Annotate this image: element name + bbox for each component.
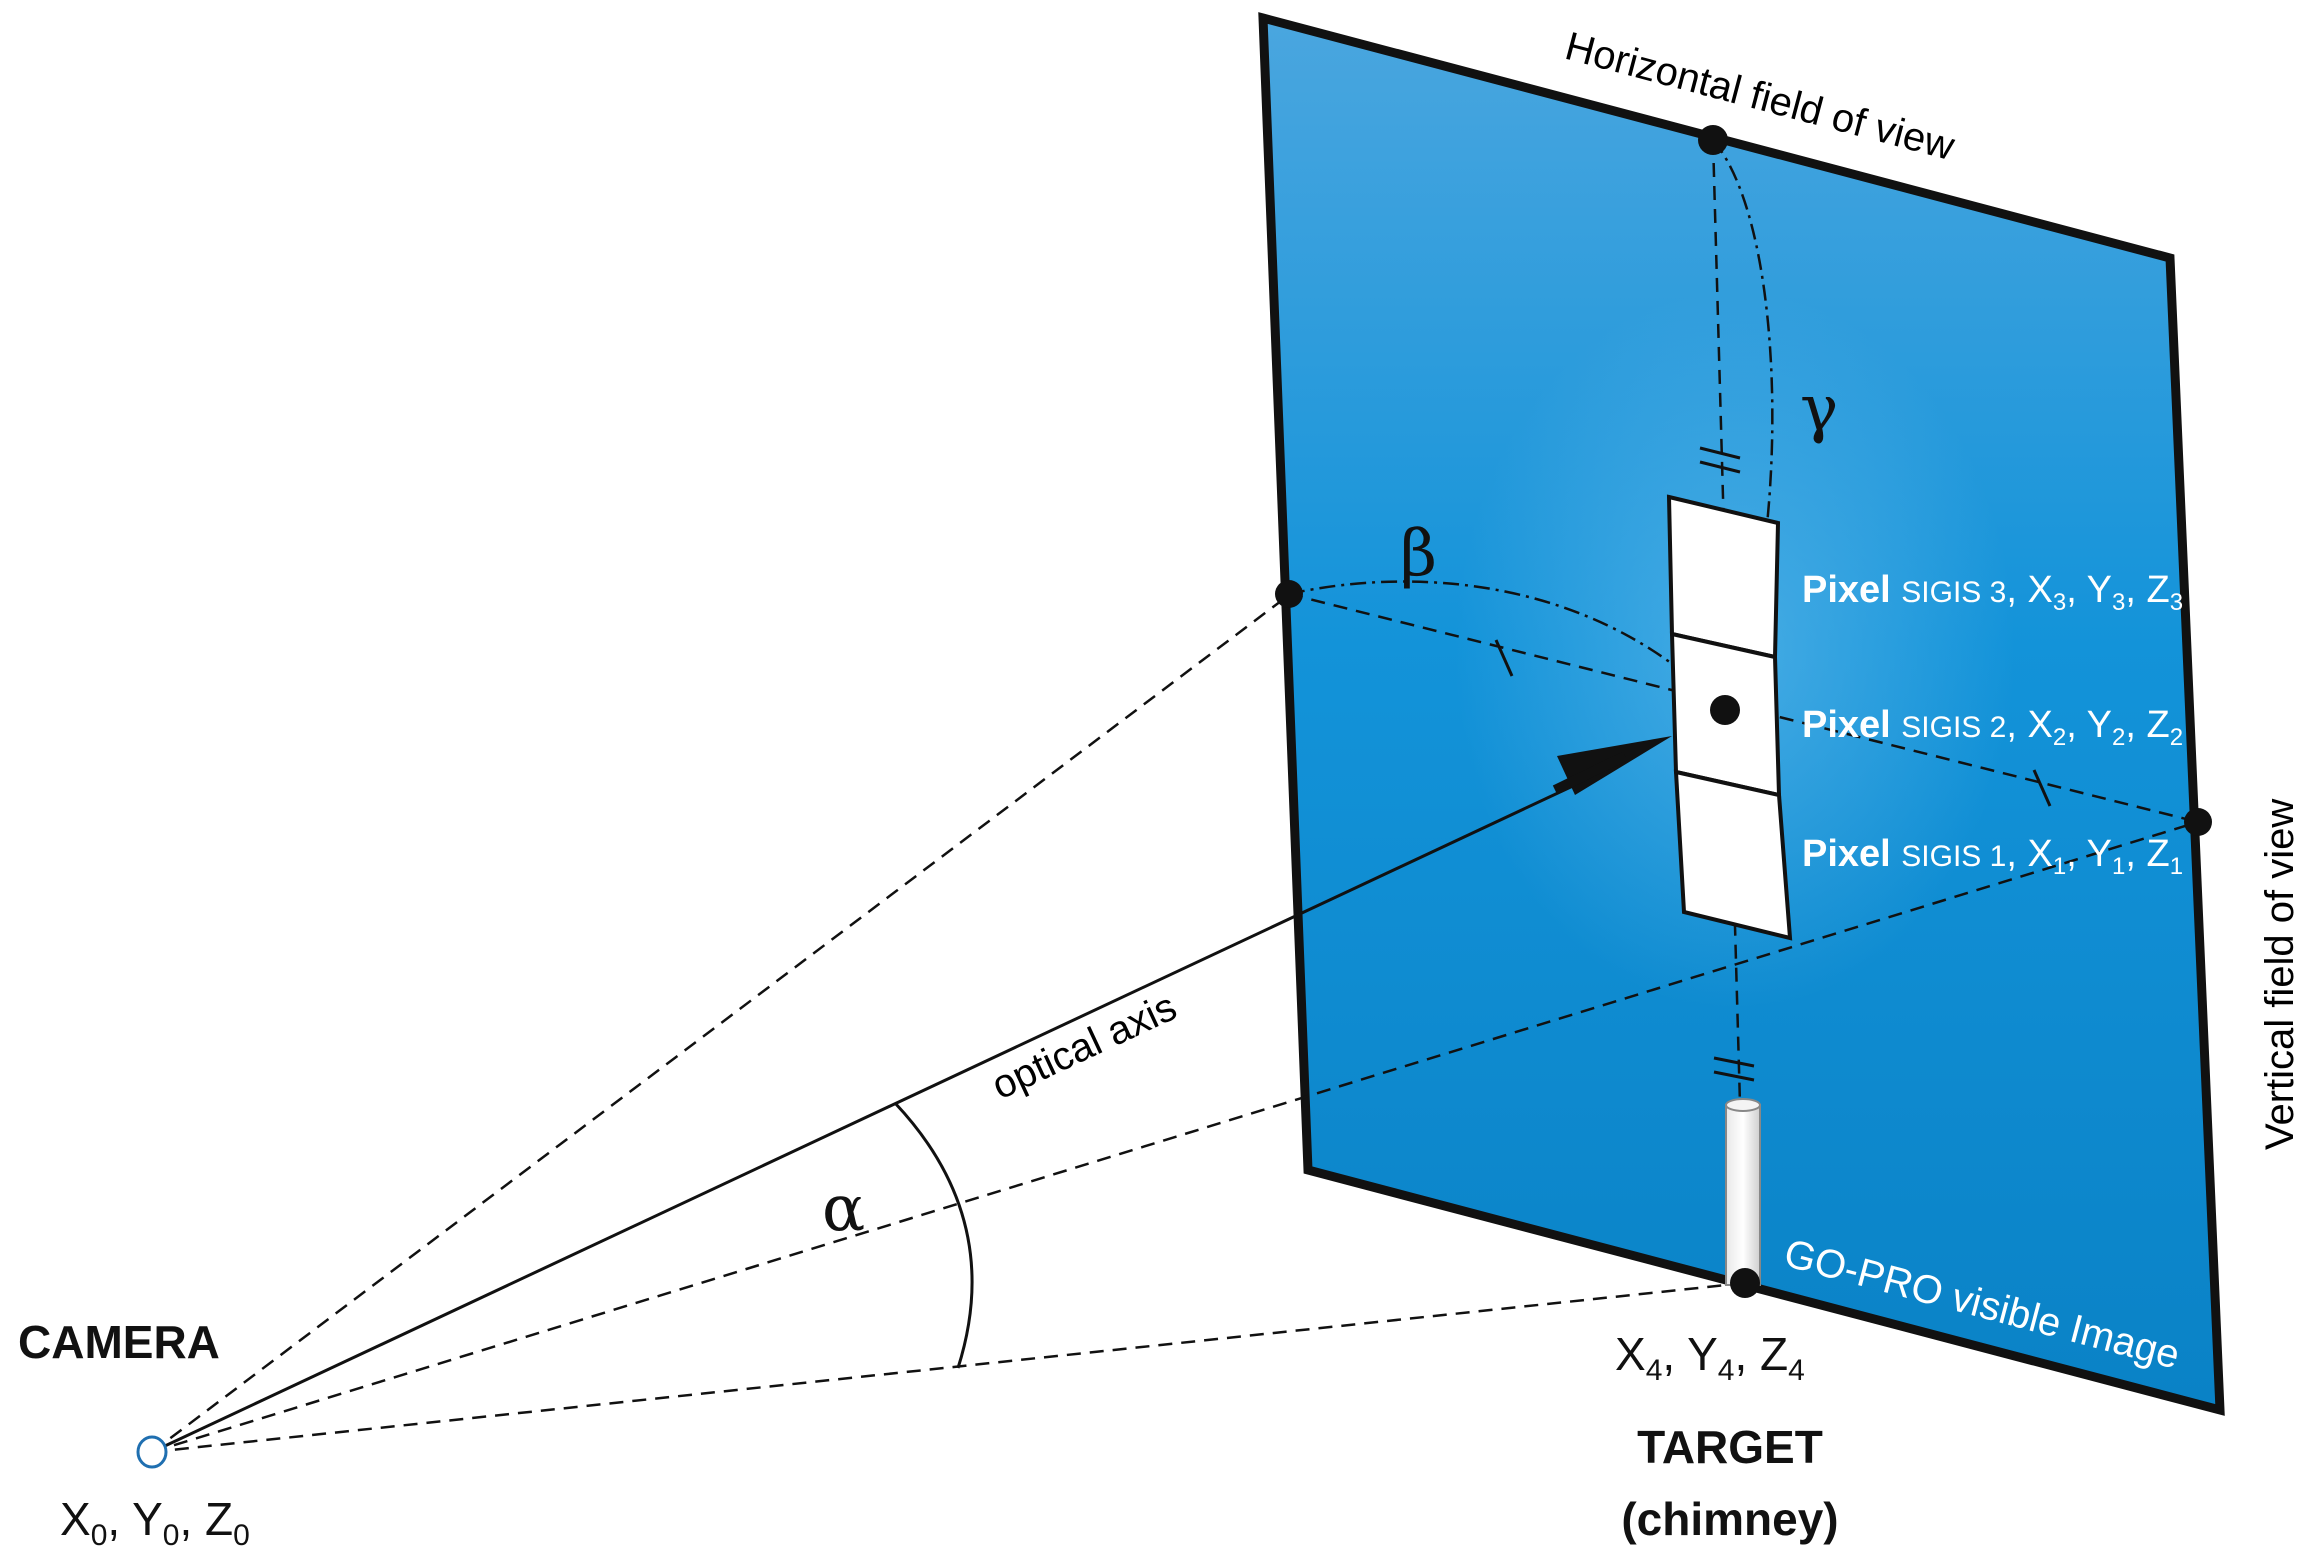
points xyxy=(1275,125,2212,1298)
chimney xyxy=(1725,1098,1761,1286)
pixel-stack xyxy=(1666,494,1793,941)
point-horizontal-fov xyxy=(1698,125,1728,155)
gamma-label: γ xyxy=(1800,372,1838,446)
pixel-label-3: Pixel SIGIS 3, X3, Y3, Z3 xyxy=(1802,569,2183,616)
point-center-pixel xyxy=(1710,695,1740,725)
pixel-label-2: Pixel SIGIS 2, X2, Y2, Z2 xyxy=(1802,704,2183,751)
fov-line-bottom xyxy=(151,1281,1746,1454)
point-right-edge xyxy=(2184,808,2212,836)
camera-label: CAMERA xyxy=(18,1316,220,1368)
optical-axis-arrow-shaft xyxy=(1552,751,1628,795)
alpha-label: α xyxy=(822,1172,865,1246)
target-label: TARGET xyxy=(1637,1421,1823,1473)
tick-marks xyxy=(1494,446,2052,1082)
point-left-edge xyxy=(1275,580,1303,608)
target-sublabel: (chimney) xyxy=(1621,1493,1838,1545)
point-target xyxy=(1730,1268,1760,1298)
target-coords: X4, Y4, Z4 xyxy=(1615,1328,1805,1387)
vertical-fov-label: Vertical field of view xyxy=(2258,799,2302,1150)
fov-line-right-edge xyxy=(151,820,2199,1454)
fov-line-left-edge xyxy=(151,597,1286,1453)
camera-coords: X0, Y0, Z0 xyxy=(60,1493,250,1552)
pixel-box-3 xyxy=(1666,494,1781,660)
beta-arc xyxy=(1288,580,1726,711)
pixel-label-1: Pixel SIGIS 1, X1, Y1, Z1 xyxy=(1802,833,2183,880)
optical-axis-line xyxy=(151,783,1576,1454)
vertical-center-line xyxy=(1711,139,1747,1284)
alpha-arc xyxy=(893,1101,974,1369)
camera-icon xyxy=(136,1435,168,1469)
beta-label: β xyxy=(1400,517,1437,591)
pixel-box-1 xyxy=(1673,769,1793,941)
